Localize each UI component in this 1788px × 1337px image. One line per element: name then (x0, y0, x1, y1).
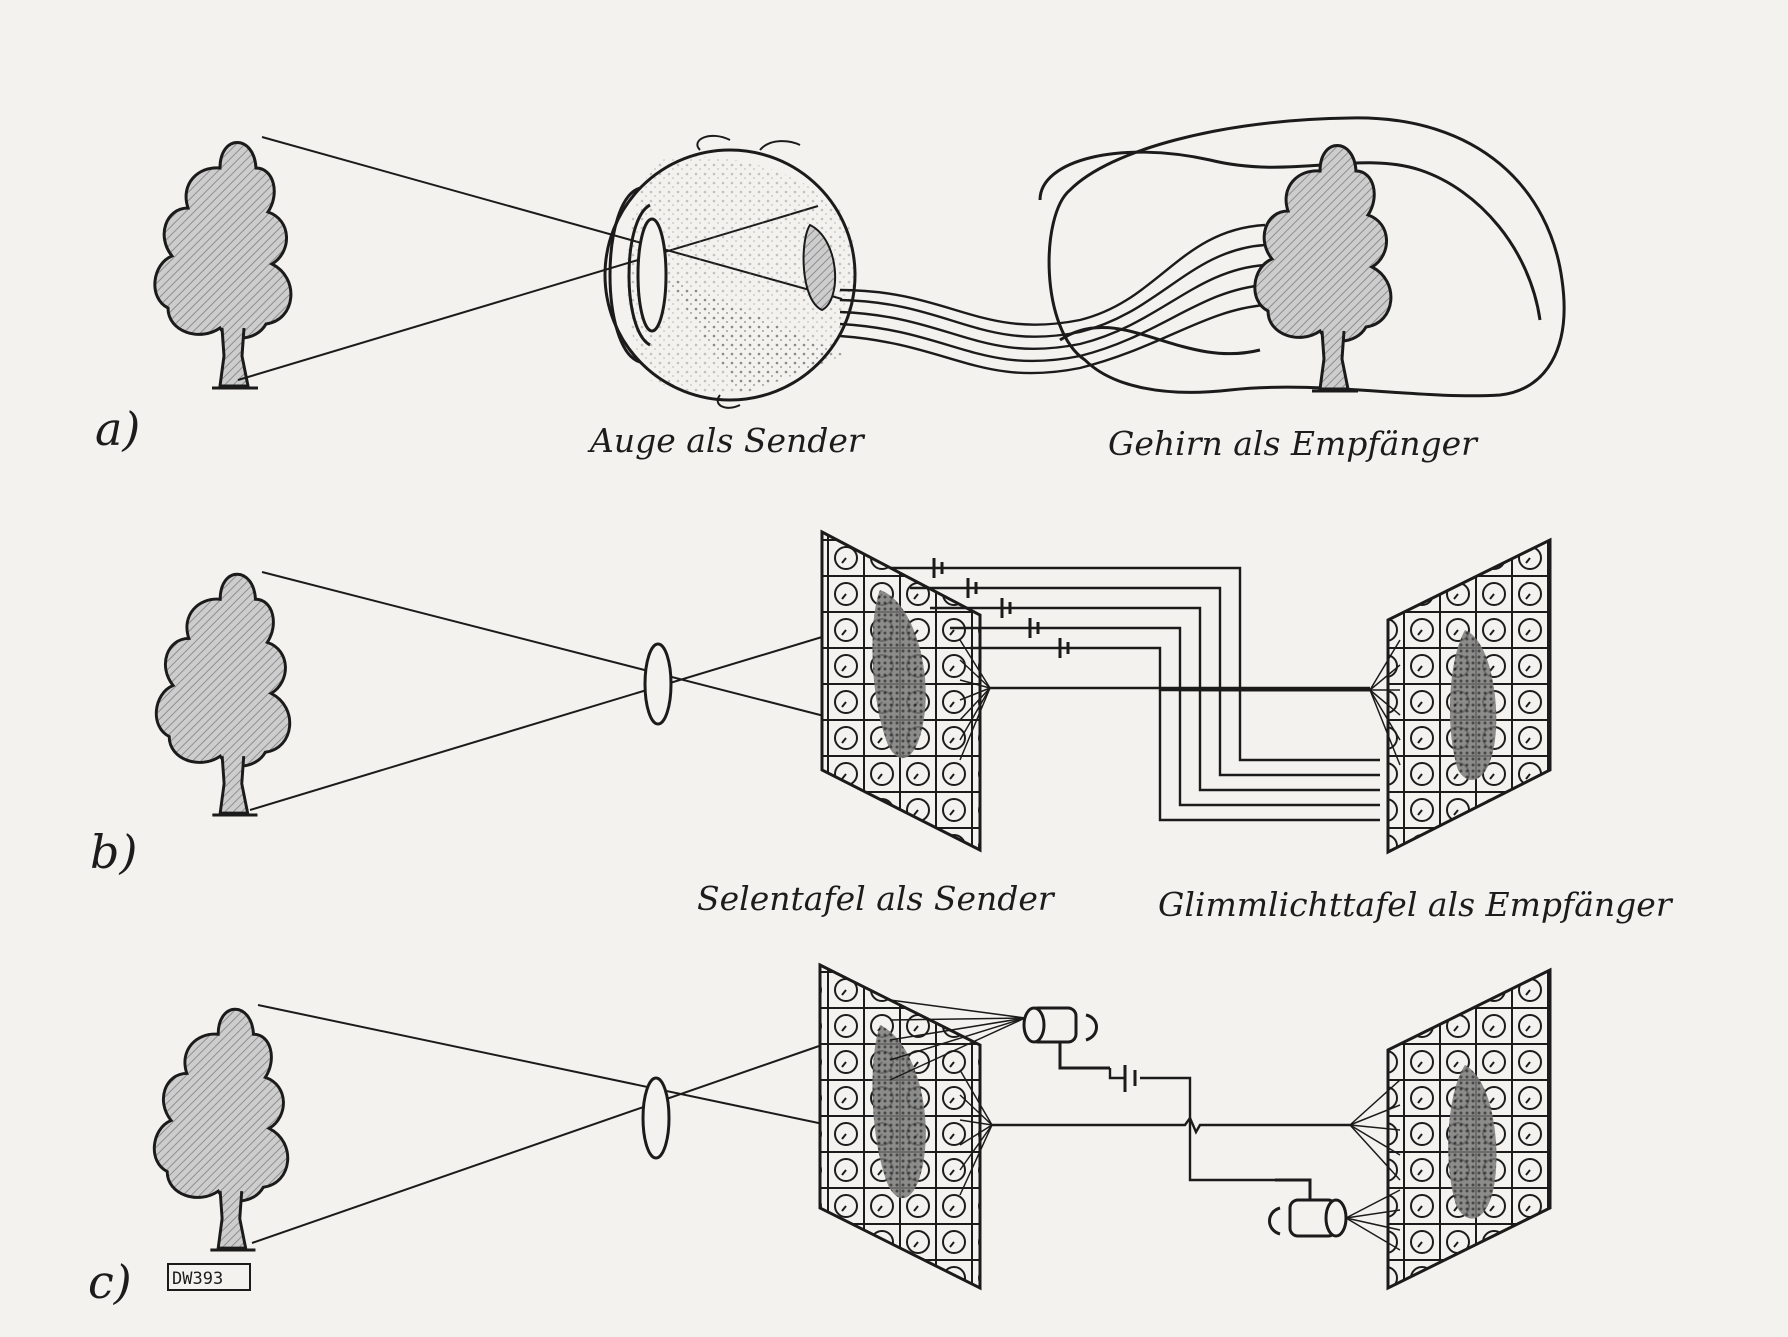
wire-bundle (890, 566, 1380, 822)
light-ray (251, 1044, 823, 1244)
dw-stamp-text: DW393 (172, 1269, 223, 1289)
optic-nerve (839, 223, 1266, 375)
selenium-panel (820, 529, 991, 853)
battery-icon (1123, 1065, 1137, 1092)
rotary-distributor-icon (1268, 1178, 1348, 1238)
tree-icon (153, 141, 293, 390)
circuit-wire (992, 1068, 1350, 1182)
glow-lamp-panel (1369, 537, 1552, 855)
panel-c-letter: c) (88, 1255, 132, 1309)
lens-icon (641, 1076, 671, 1160)
battery-icon (932, 558, 1070, 658)
eye-sender-label: Auge als Sender (587, 421, 866, 460)
lens-icon (643, 642, 673, 726)
dw-stamp: DW393 (167, 1263, 251, 1291)
light-ray (249, 636, 823, 811)
brain-receiver-label: Gehirn als Empfänger (1108, 424, 1479, 463)
panel-a-letter: a) (95, 402, 140, 456)
glow-receiver-label: Glimmlichttafel als Empfänger (1158, 885, 1674, 924)
rotary-distributor-icon (1022, 1006, 1110, 1070)
panel-c: c) DW393 (88, 962, 1552, 1309)
selenium-sender-label: Selentafel als Sender (697, 879, 1056, 918)
panel-a: a) Auge als Sender Gehirn als Empfänger (95, 116, 1566, 463)
panel-b: b) Selentafel als Sender Glimmlichttafel… (90, 529, 1674, 924)
light-ray (257, 1004, 829, 1126)
selenium-panel (818, 962, 1026, 1291)
tree-image-icon (1253, 143, 1393, 393)
tree-icon (154, 572, 292, 817)
glow-lamp-panel (1345, 967, 1552, 1291)
tree-icon (152, 1007, 290, 1252)
eye-icon (603, 134, 858, 409)
light-ray (261, 571, 829, 718)
panel-b-letter: b) (90, 825, 137, 879)
